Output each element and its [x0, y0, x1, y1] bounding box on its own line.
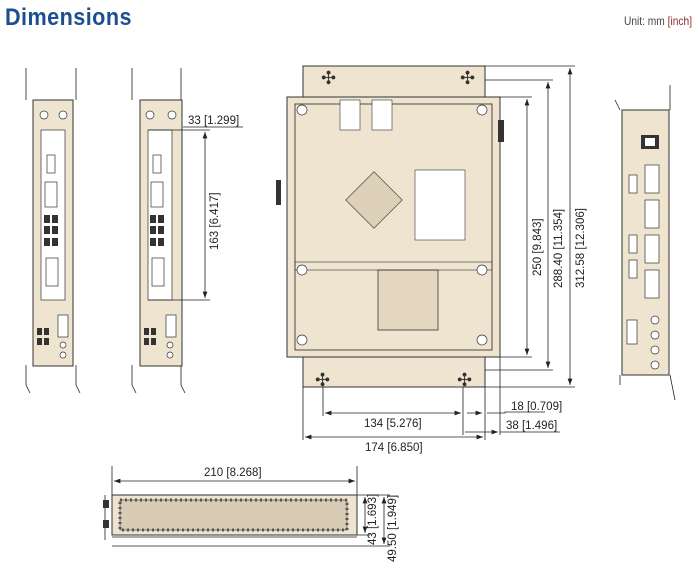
mount-slot-icon: ✣ — [460, 68, 475, 88]
dim-overall-width: 174 [6.850] — [365, 442, 423, 454]
top-view-dimension-lines — [302, 65, 575, 440]
dim-overall-body-height: 49.50 [1.949] — [387, 495, 399, 562]
mount-slot-icon: ✣ — [315, 370, 330, 390]
mount-slot-icon: ✣ — [457, 370, 472, 390]
side-view — [103, 466, 390, 547]
unit-inch: [inch] — [667, 14, 692, 28]
dim-inner-height: 250 [9.843] — [532, 218, 544, 276]
unit-label: Unit: mm [inch] — [624, 14, 692, 28]
dim-overall-height: 312.58 [12.306] — [575, 208, 587, 288]
front-panel-view-dimensioned — [131, 68, 243, 394]
dim-panel-offset: 33 [1.299] — [188, 115, 239, 127]
unit-mm: Unit: mm — [623, 14, 665, 28]
dim-depth: 210 [8.268] — [204, 467, 262, 479]
mount-slot-icon: ✣ — [321, 68, 336, 88]
dim-side-offset: 38 [1.496] — [506, 420, 557, 432]
page-title: Dimensions — [5, 4, 132, 31]
front-panel-view-left — [25, 68, 81, 394]
dim-edge-offset: 18 [0.709] — [511, 401, 562, 413]
dim-mount-height: 288.40 [11.354] — [553, 209, 565, 288]
dim-body-height: 43 [1.693] — [367, 494, 379, 545]
top-view: ✣ ✣ ✣ ✣ — [276, 65, 504, 390]
rear-panel-view — [614, 85, 676, 401]
dim-panel-height: 163 [6.417] — [209, 192, 221, 250]
dim-mount-spacing: 134 [5.276] — [364, 418, 422, 430]
